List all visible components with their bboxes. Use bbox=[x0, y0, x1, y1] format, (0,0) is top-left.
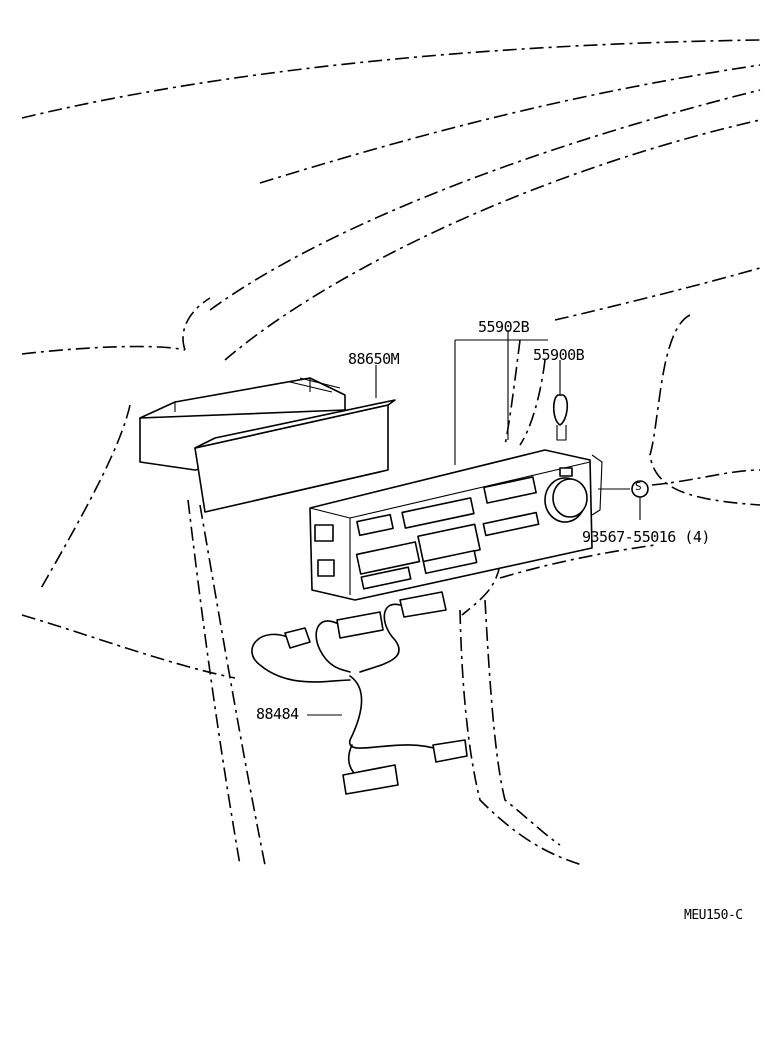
screw-symbol-label: S bbox=[635, 480, 642, 493]
drawing-code: MEU150-C bbox=[684, 908, 743, 923]
vehicle-phantom-lines bbox=[21, 39, 761, 866]
bulb bbox=[552, 394, 569, 441]
callout-93567: 93567-55016 (4) bbox=[582, 528, 710, 546]
heater-control-panel bbox=[309, 449, 603, 601]
callout-88484: 88484 bbox=[256, 705, 299, 723]
wire-harness bbox=[251, 591, 468, 795]
leader-lines bbox=[307, 330, 641, 716]
callout-88650m: 88650M bbox=[348, 350, 400, 368]
callout-55902b: 55902B bbox=[478, 318, 530, 336]
control-unit-box bbox=[139, 377, 396, 513]
callout-55900b: 55900B bbox=[533, 346, 585, 364]
